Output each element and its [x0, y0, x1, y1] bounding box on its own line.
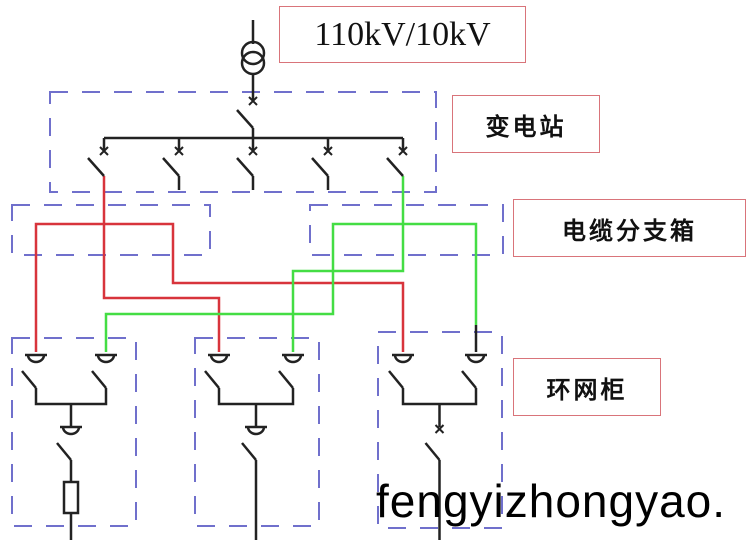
cable-branch-box-label: 电缆分支箱 — [513, 199, 746, 257]
watermark: fengyizhongyao. — [376, 475, 727, 527]
rmu3-right-blade — [461, 370, 477, 389]
feeder-5-blade — [386, 157, 404, 177]
feeder-4-breaker-mark-icon — [323, 146, 333, 156]
rmu2-left-switch-icon — [208, 353, 230, 364]
substation-label-text: 变电站 — [485, 112, 567, 141]
cable-branch-box-label-text: 电缆分支箱 — [562, 216, 697, 245]
rmu-1-boundary — [11, 337, 137, 527]
dashed-boundaries — [11, 91, 504, 529]
rmu1-outgoing-blade — [56, 442, 72, 461]
rmu2-outgoing-blade — [241, 442, 257, 461]
rmu3-internal-bus — [401, 388, 478, 406]
rmu3-outgoing-blade — [424, 442, 441, 461]
rmu2-right-switch-icon — [282, 353, 304, 364]
rmu1-internal-bus — [34, 388, 108, 406]
ring-main-unit-label-text: 环网柜 — [546, 375, 628, 404]
feeder-1-blade — [87, 157, 105, 177]
rmu1-left-switch-icon — [25, 353, 47, 364]
rmu2-left-blade — [204, 370, 220, 389]
rmu3-outgoing-breaker-mark-icon — [434, 424, 445, 434]
rmu1-outgoing-switch-icon — [60, 425, 82, 436]
rmu1-fuse-icon — [62, 480, 80, 515]
branch-box-1-boundary — [11, 204, 211, 256]
feeder-3-blade — [236, 157, 254, 177]
feeder-5-breaker-mark-icon — [398, 146, 408, 156]
rmu1-left-blade — [21, 370, 37, 389]
feeder-4-blade — [311, 157, 329, 177]
switchgear-wiring — [21, 20, 487, 540]
rmu2-outgoing-switch-icon — [245, 425, 267, 436]
green-loop-rmu1-rmu3 — [104, 222, 478, 352]
transformer-winding-primary-icon — [240, 40, 266, 66]
rmu3-left-blade — [388, 370, 404, 389]
feeder-3-breaker-mark-icon — [248, 146, 258, 156]
red-feeder-cable — [34, 176, 405, 352]
rmu-2-boundary — [194, 337, 320, 527]
branch-box-2-boundary — [309, 204, 504, 256]
green-feeder-to-rmu2 — [291, 176, 405, 352]
rmu2-internal-bus — [217, 388, 295, 406]
feeder-2-blade — [162, 157, 180, 177]
rmu3-left-switch-icon — [392, 353, 414, 364]
main-breaker-mark-icon — [248, 96, 258, 106]
rmu1-right-blade — [91, 370, 107, 389]
feeder-1-breaker-mark-icon — [99, 146, 109, 156]
red-loop-rmu1-rmu3 — [34, 222, 405, 352]
red-feeder-to-rmu2 — [102, 176, 221, 352]
main-breaker-blade — [236, 109, 254, 129]
ring-main-unit-label: 环网柜 — [513, 358, 661, 416]
green-feeder-cable — [104, 176, 478, 352]
voltage-label: 110kV/10kV — [279, 6, 526, 63]
feeder-2-breaker-mark-icon — [174, 146, 184, 156]
voltage-label-text: 110kV/10kV — [314, 15, 491, 53]
rmu3-right-switch-icon — [465, 353, 487, 364]
rmu2-right-blade — [278, 370, 294, 389]
substation-boundary — [49, 91, 437, 193]
rmu1-right-switch-icon — [95, 353, 117, 364]
substation-label: 变电站 — [452, 95, 600, 153]
